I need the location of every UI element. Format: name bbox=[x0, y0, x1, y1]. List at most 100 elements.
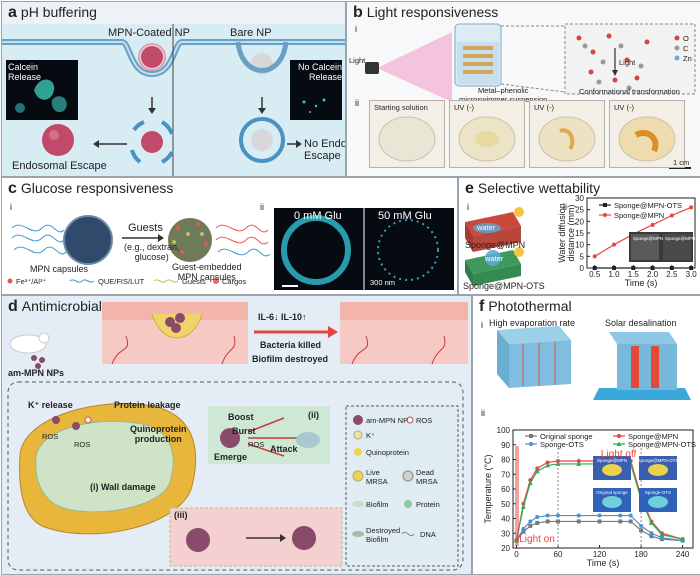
bare-np-label: Bare NP bbox=[230, 27, 272, 39]
data-point bbox=[650, 222, 655, 227]
x-tick-label: 180 bbox=[634, 550, 648, 559]
thermal-image-label: Sponge-OTS bbox=[645, 490, 671, 495]
panel-title-text: Selective wettability bbox=[477, 180, 601, 196]
guest-embedded-label: Guest-embedded MPN capsules bbox=[172, 262, 242, 282]
uv-photo-1: UV (-) bbox=[449, 100, 525, 168]
data-point bbox=[545, 462, 551, 468]
panel-f-sub-ii: ii bbox=[481, 408, 485, 418]
k-release-label: K⁺ release bbox=[28, 400, 73, 410]
x-tick-label: 2.0 bbox=[647, 270, 659, 279]
series-line bbox=[515, 463, 683, 541]
legend-dna: DNA bbox=[420, 530, 436, 539]
legend-polyphenol: QUE/FIS/LUT bbox=[98, 277, 145, 286]
x-axis-label: Time (s) bbox=[587, 558, 620, 568]
y-tick-label: 40 bbox=[501, 515, 510, 524]
panel-letter: d bbox=[8, 298, 18, 315]
burst-label: Burst bbox=[232, 426, 256, 436]
data-point bbox=[612, 242, 616, 247]
y-tick-label: 20 bbox=[575, 217, 584, 226]
sponge-photo-left bbox=[631, 234, 659, 260]
panel-e-illustration bbox=[465, 207, 524, 286]
legend-label: Sponge@MPN-OTS bbox=[628, 440, 696, 449]
thermal-image-label: Sponge@MPN bbox=[597, 458, 627, 463]
sub-iii-label: (iii) bbox=[174, 510, 188, 520]
calcein-release-micrograph bbox=[6, 60, 78, 120]
biofilm-destroyed-label: Biofilm destroyed bbox=[252, 354, 329, 364]
panel-f-sub-i: i bbox=[481, 320, 483, 330]
il-label: IL-6↓ IL-10↑ bbox=[258, 312, 307, 322]
suspension-label: Metal–phenolic microswimmer suspension bbox=[459, 86, 547, 104]
data-point bbox=[597, 519, 602, 524]
data-point bbox=[689, 266, 694, 270]
data-point bbox=[576, 458, 581, 463]
legend-dead-mrsa: Dead MRSA bbox=[416, 468, 438, 486]
panel-title-text: Photothermal bbox=[488, 298, 572, 314]
x-tick-label: 240 bbox=[676, 550, 690, 559]
scale-label: 300 nm bbox=[370, 278, 396, 287]
panel-letter: c bbox=[8, 180, 17, 197]
data-point bbox=[576, 461, 582, 466]
data-point bbox=[669, 266, 674, 270]
legend-o-label: O bbox=[683, 34, 689, 43]
sub-ii-label: (ii) bbox=[308, 410, 319, 420]
panel-e-sub-i: i bbox=[467, 202, 469, 212]
legend-metal: Fe³⁺/Al³⁺ bbox=[16, 277, 47, 286]
scale-bar-label: 1 cm bbox=[673, 158, 690, 167]
panel-b-sub-ii: ii bbox=[355, 98, 359, 108]
no-calcein-dots bbox=[302, 98, 326, 113]
x-tick-label: 3.0 bbox=[686, 270, 698, 279]
data-point bbox=[618, 513, 623, 518]
data-point bbox=[597, 513, 602, 518]
panel-b-sub-i: i bbox=[355, 24, 357, 34]
panel-c-illustration bbox=[7, 208, 454, 290]
protein-leakage-label: Protein leakage bbox=[114, 400, 181, 410]
light-off-label: Light off bbox=[601, 449, 637, 460]
solar-desal-label: Solar desalination bbox=[605, 318, 677, 328]
x-tick-label: 1.5 bbox=[628, 270, 640, 279]
legend-label: Sponge@MPN bbox=[628, 432, 678, 441]
high-evap-label: High evaporation rate bbox=[489, 318, 576, 328]
x-axis-label: Time (s) bbox=[625, 278, 658, 288]
light-arrow-label: Light bbox=[619, 58, 636, 67]
glu-50-label: 50 mM Glu bbox=[378, 210, 432, 222]
inset-label-right: Sponge@MPN-OTS bbox=[665, 236, 700, 241]
uv-photo-2: UV (-) bbox=[529, 100, 605, 168]
thermal-hotspot bbox=[602, 464, 622, 476]
panel-title-text: Antimicrobial bbox=[21, 298, 102, 314]
legend-swatch-marker bbox=[616, 441, 622, 446]
x-tick-label: 120 bbox=[593, 550, 607, 559]
mpn-coated-np-label: MPN-Coated NP bbox=[108, 27, 190, 39]
data-point bbox=[669, 213, 674, 218]
legend-c-label: C bbox=[683, 44, 689, 53]
data-point bbox=[631, 266, 636, 270]
y-tick-label: 100 bbox=[497, 426, 511, 435]
panel-title-text: pH buffering bbox=[20, 4, 97, 20]
attack-label: Attack bbox=[270, 444, 298, 454]
y-tick-label: 30 bbox=[575, 194, 584, 203]
legend-ros: ROS bbox=[416, 416, 433, 425]
beaker-photo-3 bbox=[538, 116, 596, 162]
y-tick-label: 80 bbox=[501, 456, 510, 465]
legend-label: Sponge@MPN bbox=[614, 211, 664, 220]
y-tick-label: 15 bbox=[575, 229, 584, 238]
legend-swatch-marker bbox=[603, 213, 607, 217]
y-axis-label: Water diffusion bbox=[557, 203, 567, 263]
data-point bbox=[527, 480, 533, 486]
y-axis-label: distance (mm) bbox=[566, 204, 576, 261]
ros-label-3: ROS bbox=[248, 440, 265, 449]
x-tick-label: 60 bbox=[554, 550, 563, 559]
data-point bbox=[628, 519, 633, 524]
x-tick-label: 1.0 bbox=[608, 270, 620, 279]
ros-label-2: ROS bbox=[74, 440, 91, 449]
y-tick-label: 25 bbox=[575, 206, 584, 215]
data-point bbox=[528, 523, 533, 528]
data-point bbox=[648, 520, 654, 525]
inset-label-left: Sponge@MPN bbox=[633, 236, 663, 241]
mpn-capsules-label: MPN capsules bbox=[30, 264, 89, 274]
legend-k: K⁺ bbox=[366, 431, 375, 440]
